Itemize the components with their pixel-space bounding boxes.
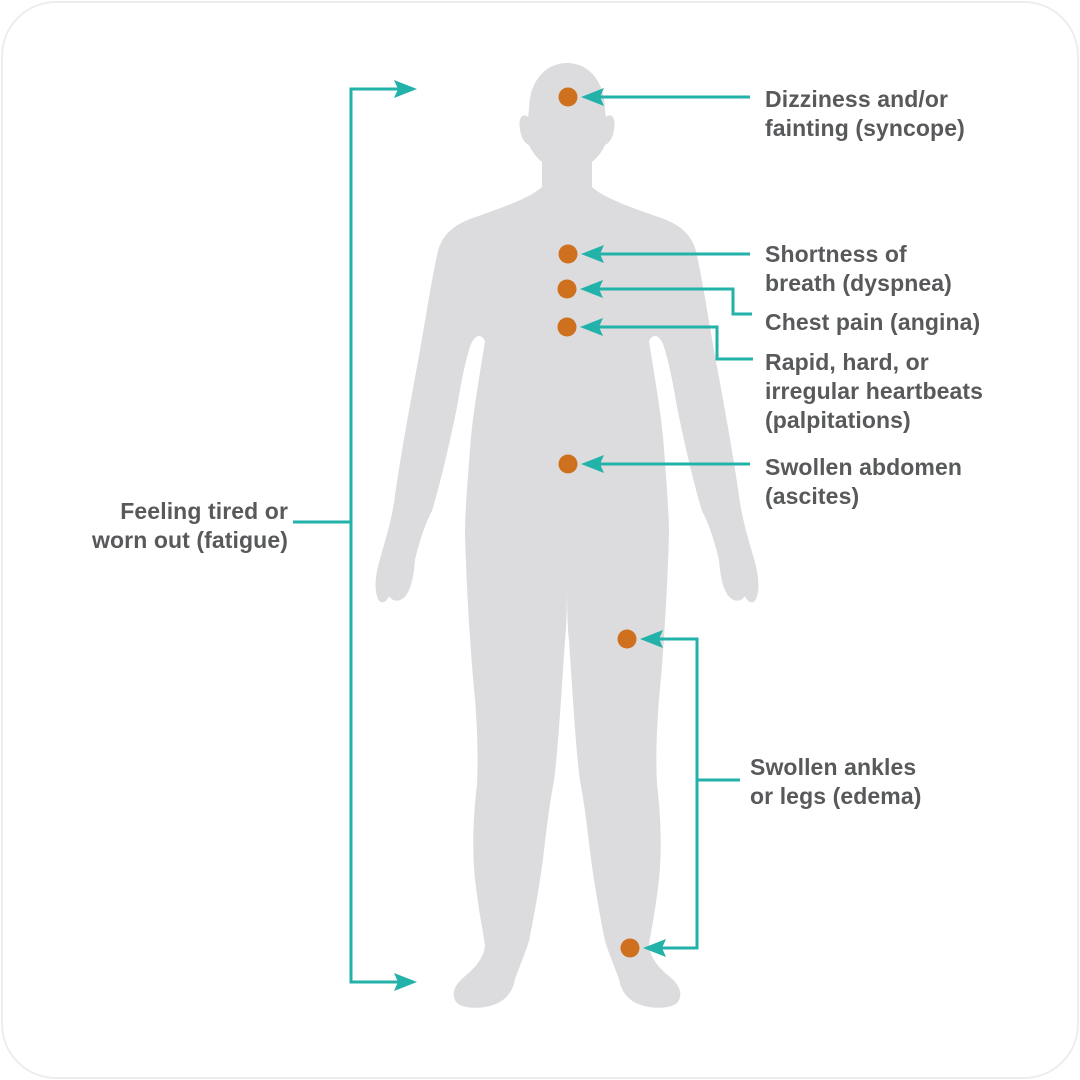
label-ascites-line2: (ascites)	[765, 483, 860, 509]
label-palpitations-line1: Rapid, hard, or	[765, 349, 929, 375]
label-palpitations: Rapid, hard, or irregular heartbeats (pa…	[765, 348, 983, 435]
label-syncope-line2: fainting (syncope)	[765, 115, 965, 141]
label-dyspnea-line2: breath (dyspnea)	[765, 270, 952, 296]
palpitations-callout-line	[597, 325, 753, 361]
label-dyspnea-line1: Shortness of	[765, 241, 907, 267]
label-angina: Chest pain (angina)	[765, 308, 980, 337]
label-syncope-line1: Dizziness and/or	[765, 86, 949, 112]
syncope-arrowhead	[581, 88, 604, 106]
label-edema-line2: or legs (edema)	[750, 783, 922, 809]
label-fatigue-line2: worn out (fatigue)	[92, 527, 288, 553]
label-palpitations-line3: (palpitations)	[765, 407, 911, 433]
edema-knee-arrowhead	[640, 630, 663, 648]
edema-bracket-line	[657, 637, 740, 950]
palpitations-arrowhead	[580, 318, 603, 336]
fatigue-bottom-arrowhead	[394, 973, 417, 991]
body-silhouette	[375, 63, 759, 1008]
marker-ankle	[620, 938, 640, 958]
fatigue-bracket-line	[293, 87, 400, 984]
label-dyspnea: Shortness of breath (dyspnea)	[765, 240, 952, 298]
angina-arrowhead	[580, 280, 603, 298]
label-fatigue-line1: Feeling tired or	[120, 498, 288, 524]
label-edema-line1: Swollen ankles	[750, 754, 917, 780]
label-palpitations-line2: irregular heartbeats	[765, 378, 984, 404]
marker-head	[558, 87, 578, 107]
label-ascites: Swollen abdomen (ascites)	[765, 453, 962, 511]
fatigue-top-arrowhead	[394, 80, 417, 98]
label-ascites-line1: Swollen abdomen	[765, 454, 963, 480]
label-syncope: Dizziness and/or fainting (syncope)	[765, 85, 965, 143]
label-angina-line1: Chest pain (angina)	[765, 309, 981, 335]
label-edema: Swollen ankles or legs (edema)	[750, 753, 922, 811]
angina-callout-line	[597, 287, 752, 316]
dyspnea-arrowhead	[581, 245, 604, 263]
marker-chest	[557, 279, 577, 299]
marker-knee	[617, 629, 637, 649]
marker-upper-chest	[558, 244, 578, 264]
marker-abdomen	[558, 454, 578, 474]
ascites-arrowhead	[581, 455, 604, 473]
marker-heart	[557, 317, 577, 337]
edema-ankle-arrowhead	[643, 939, 666, 957]
label-fatigue: Feeling tired or worn out (fatigue)	[48, 497, 288, 555]
